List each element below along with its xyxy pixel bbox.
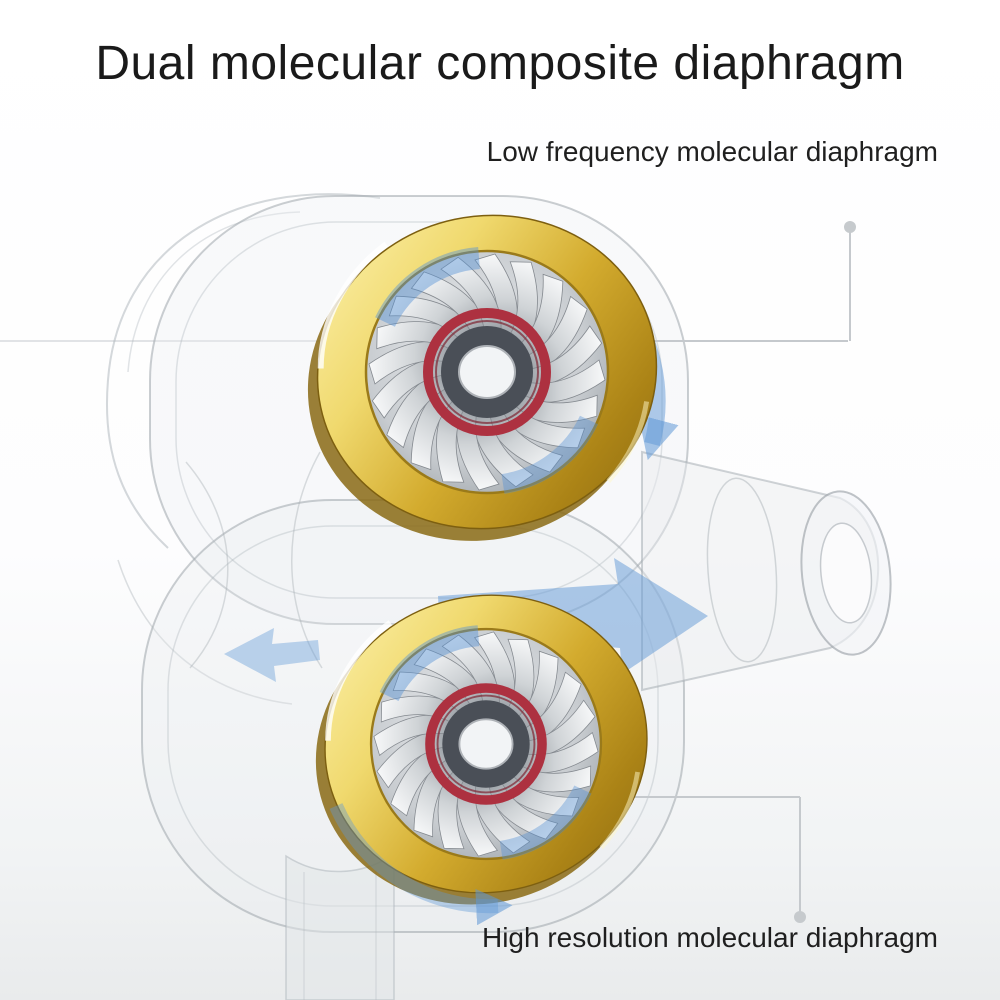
label-low-frequency-diaphragm: Low frequency molecular diaphragm	[486, 136, 938, 167]
cable-stem	[285, 852, 395, 1000]
sound-nozzle	[641, 450, 892, 692]
callout-dot-icon	[794, 911, 806, 923]
callout-dot-icon	[844, 221, 856, 233]
airflow-arrow-left-icon	[224, 628, 320, 682]
cable-swoosh-curves	[106, 193, 381, 705]
page-title: Dual molecular composite diaphragm	[95, 37, 905, 90]
label-high-resolution-diaphragm: High resolution molecular diaphragm	[481, 922, 938, 953]
airflow-arc-bottom-icon	[329, 803, 513, 926]
